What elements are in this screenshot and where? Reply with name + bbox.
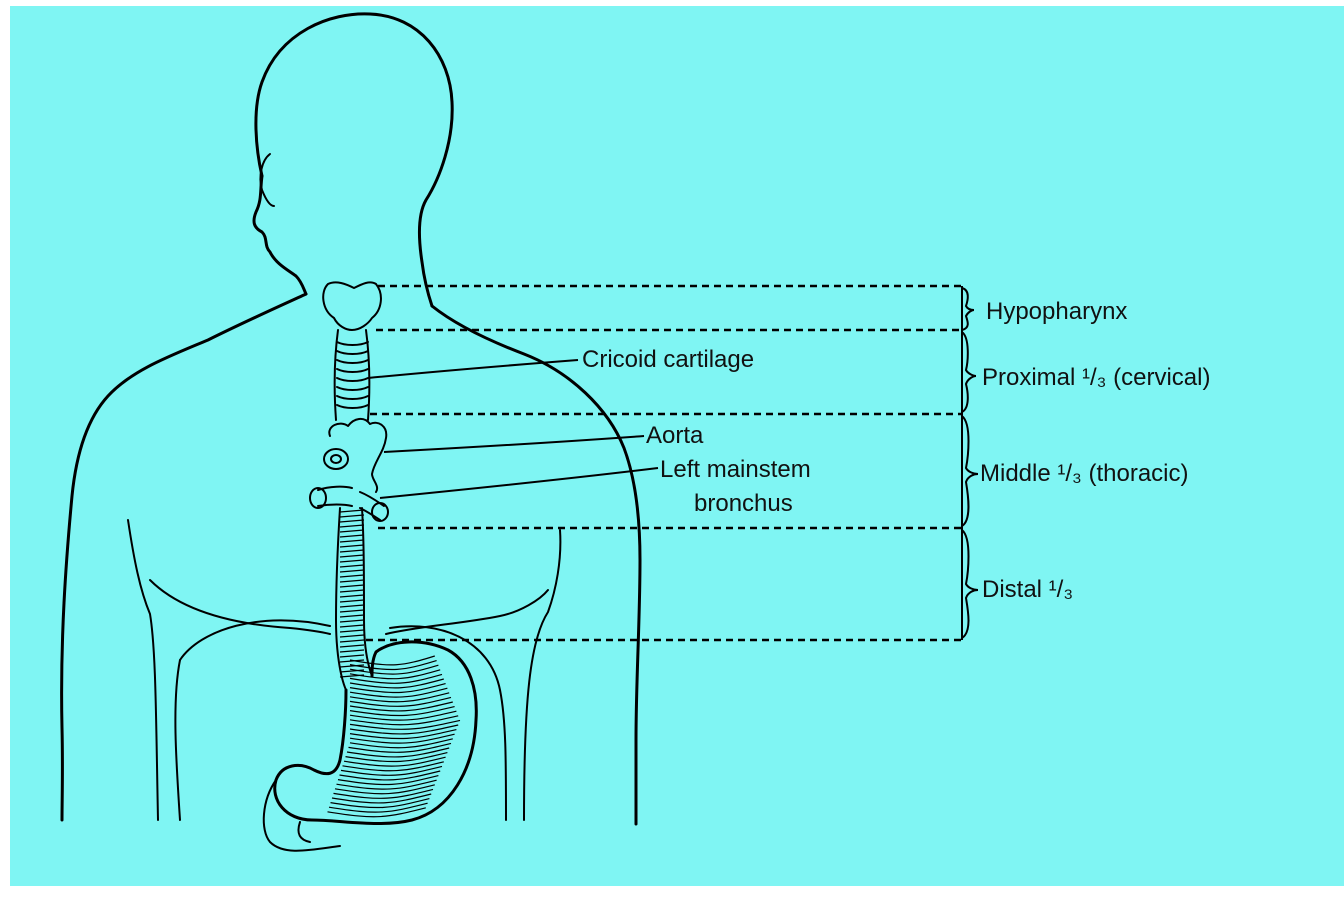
label-bronchus-2: bronchus	[694, 492, 793, 516]
label-aorta: Aorta	[646, 424, 703, 448]
label-distal: Distal ¹/₃	[982, 578, 1073, 602]
label-bronchus-1: Left mainstem	[660, 458, 811, 482]
label-middle: Middle ¹/₃ (thoracic)	[980, 462, 1189, 486]
label-cricoid: Cricoid cartilage	[582, 348, 754, 372]
label-hypopharynx: Hypopharynx	[986, 300, 1127, 324]
label-proximal: Proximal ¹/₃ (cervical)	[982, 366, 1210, 390]
